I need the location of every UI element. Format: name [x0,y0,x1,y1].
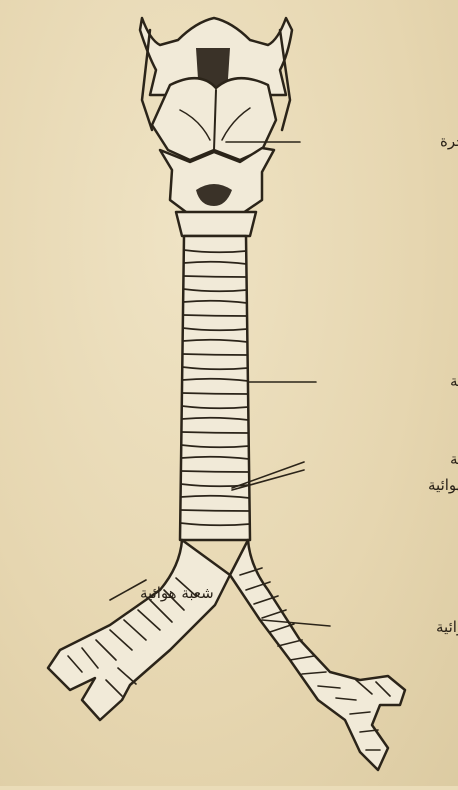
left-bronchus [48,540,230,720]
larynx [140,18,292,236]
tracheal-ring [182,354,247,355]
tracheal-ring [180,510,249,511]
tracheal-ring [183,276,246,277]
label-trachea: القصبة الهوائية [450,372,458,390]
tracheal-ring [183,315,247,316]
label-right-bronchus: شعبة هوائية [436,618,458,636]
trachea-tube [180,236,250,540]
tracheal-ring [182,393,248,394]
label-trachea-cartilages-line2: الهوائية [428,476,458,494]
tracheal-ring [181,471,249,472]
label-left-bronchus: شعبة هوائية [140,584,214,602]
right-bronchus [230,540,405,770]
label-larynx-cartilages: غضاريف الحنجرة [440,132,458,150]
tracheal-ring [181,432,248,433]
label-trachea-cartilages-line1: غضاريف القصبة [450,450,458,468]
